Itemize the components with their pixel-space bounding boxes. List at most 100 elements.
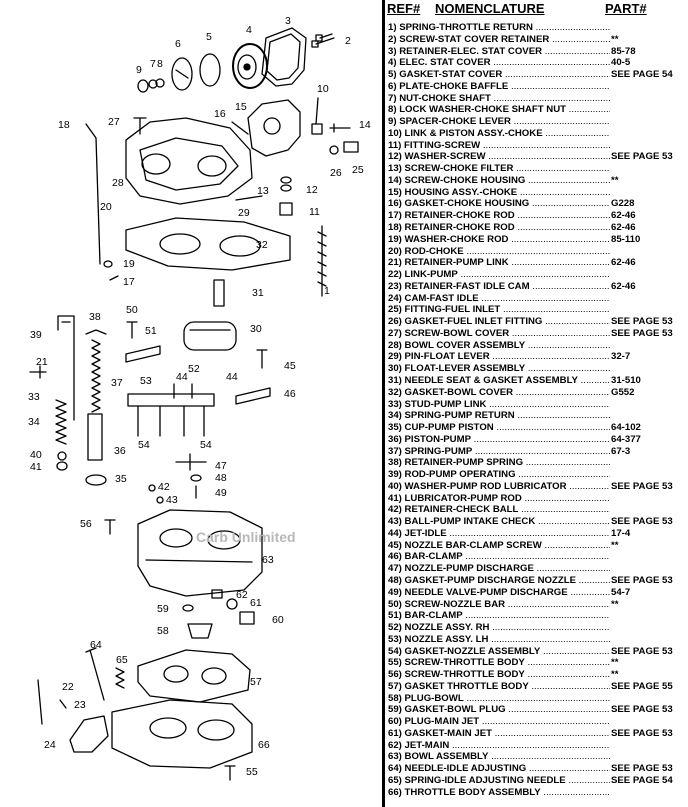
pump-spring-retainer: [85, 329, 107, 335]
pump-discharge-gasket: [190, 474, 202, 482]
callout-54-right: 54: [200, 439, 212, 451]
part-number: 62-46: [610, 257, 636, 270]
part-description: 9) SPACER-CHOKE LEVER: [388, 116, 610, 128]
lock-washer: [148, 79, 158, 89]
callout-61: 61: [250, 597, 262, 609]
callout-24: 24: [44, 739, 56, 751]
parts-list-row: 5) GASKET-STAT COVERSEE PAGE 54: [387, 69, 687, 81]
part-description: 51) BAR-CLAMP: [388, 610, 610, 622]
parts-list-row: 46) BAR-CLAMP: [387, 551, 687, 563]
callout-27: 27: [108, 116, 120, 128]
part-description: 52) NOZZLE ASSY. RH: [388, 622, 610, 634]
callout-21: 21: [36, 356, 48, 368]
callout-42: 42: [158, 481, 170, 493]
parts-list-row: 37) SPRING-PUMP67-3: [387, 445, 687, 458]
pump-intake-check-ball: [156, 496, 164, 504]
parts-list-row: 58) PLUG-BOWL: [387, 693, 687, 705]
part-number: SEE PAGE 54: [610, 775, 673, 787]
throttle-body-assembly: [111, 699, 253, 769]
part-description: 35) CUP-PUMP PISTON: [388, 422, 610, 434]
column-divider: [382, 0, 385, 807]
parts-list-row: 44) JET-IDLE17-4: [387, 527, 687, 540]
part-number: G228: [610, 198, 635, 211]
main-jet: [211, 589, 223, 599]
part-description: 63) BOWL ASSEMBLY: [388, 751, 610, 763]
part-description: 57) GASKET THROTTLE BODY: [388, 681, 610, 693]
parts-list-row: 16) GASKET-CHOKE HOUSINGG228: [387, 198, 687, 211]
parts-list-rows: 1) SPRING-THROTTLE RETURN2) SCREW-STAT C…: [387, 22, 687, 799]
part-number: 64-102: [610, 422, 641, 434]
choke-lever-spacer: [137, 79, 149, 93]
part-description: 19) WASHER-CHOKE ROD: [388, 234, 610, 246]
part-description: 56) SCREW-THROTTLE BODY: [388, 669, 610, 681]
parts-list-row: 9) SPACER-CHOKE LEVER: [387, 116, 687, 128]
parts-list-row: 4) ELEC. STAT COVER40-5: [387, 57, 687, 70]
idle-adjusting-spring: [115, 667, 125, 689]
callout-63: 63: [262, 554, 274, 566]
part-description: 60) PLUG-MAIN JET: [388, 716, 610, 728]
parts-list-row: 53) NOZZLE ASSY. LH: [387, 634, 687, 646]
callout-14: 14: [359, 119, 371, 131]
callout-3: 3: [285, 15, 291, 27]
callout-29: 29: [238, 207, 250, 219]
part-description: 47) NOZZLE-PUMP DISCHARGE: [388, 563, 610, 575]
idle-adjusting-needle: [85, 647, 105, 701]
callout-19: 19: [123, 258, 135, 270]
part-description: 2) SCREW-STAT COVER RETAINER: [388, 34, 610, 46]
parts-list-row: 34) SPRING-PUMP RETURN: [387, 410, 687, 422]
part-description: 55) SCREW-THROTTLE BODY: [388, 657, 610, 669]
part-description: 32) GASKET-BOWL COVER: [388, 387, 610, 399]
parts-list-row: 39) ROD-PUMP OPERATING: [387, 469, 687, 481]
callout-16: 16: [214, 108, 226, 120]
pump-discharge-nozzle: [175, 453, 207, 471]
part-description: 15) HOUSING ASSY.-CHOKE: [388, 187, 610, 199]
choke-baffle-plate: [171, 57, 193, 91]
part-description: 3) RETAINER-ELEC. STAT COVER: [388, 46, 610, 58]
callout-26: 26: [330, 167, 342, 179]
watermark-text: Carb Unlimited: [196, 529, 296, 545]
part-description: 6) PLATE-CHOKE BAFFLE: [388, 81, 610, 93]
callout-28: 28: [112, 177, 124, 189]
parts-list-row: 42) RETAINER-CHECK BALL: [387, 504, 687, 516]
parts-list-row: 3) RETAINER-ELEC. STAT COVER85-78: [387, 45, 687, 58]
choke-rod-retainer: [109, 275, 119, 281]
part-description: 5) GASKET-STAT COVER: [388, 69, 610, 81]
callout-65: 65: [116, 654, 128, 666]
callout-23: 23: [74, 699, 86, 711]
part-description: 20) ROD-CHOKE: [388, 246, 610, 258]
part-description: 39) ROD-PUMP OPERATING: [388, 469, 610, 481]
float-lever-pin: [235, 195, 263, 201]
part-description: 58) PLUG-BOWL: [388, 693, 610, 705]
callout-2: 2: [345, 35, 351, 47]
callout-50: 50: [126, 304, 138, 316]
part-description: 54) GASKET-NOZZLE ASSEMBLY: [388, 646, 610, 658]
part-description: 12) WASHER-SCREW: [388, 151, 610, 163]
part-description: 22) LINK-PUMP: [388, 269, 610, 281]
callout-60: 60: [272, 614, 284, 626]
callout-6: 6: [175, 38, 181, 50]
callout-37: 37: [111, 377, 123, 389]
part-number: SEE PAGE 54: [610, 69, 673, 81]
part-number: **: [610, 598, 619, 611]
callout-35: 35: [115, 473, 127, 485]
parts-list-row: 60) PLUG-MAIN JET: [387, 716, 687, 728]
bowl-assembly: [137, 509, 263, 597]
callout-66: 66: [258, 739, 270, 751]
stat-cover-retainer: [261, 27, 307, 87]
callout-5: 5: [206, 31, 212, 43]
parts-list-row: 54) GASKET-NOZZLE ASSEMBLYSEE PAGE 53: [387, 645, 687, 658]
part-description: 28) BOWL COVER ASSEMBLY: [388, 340, 610, 352]
callout-51: 51: [145, 325, 157, 337]
parts-list-row: 24) CAM-FAST IDLE: [387, 293, 687, 305]
parts-list-row: 30) FLOAT-LEVER ASSEMBLY: [387, 363, 687, 375]
parts-list-row: 48) GASKET-PUMP DISCHARGE NOZZLESEE PAGE…: [387, 574, 687, 587]
bowl-plug: [187, 623, 213, 639]
part-description: 4) ELEC. STAT COVER: [388, 57, 610, 69]
elec-stat-cover: [232, 43, 268, 89]
parts-list-row: 18) RETAINER-CHOKE ROD62-46: [387, 222, 687, 234]
callout-9: 9: [136, 64, 142, 76]
part-description: 65) SPRING-IDLE ADJUSTING NEEDLE: [388, 775, 610, 787]
part-description: 53) NOZZLE ASSY. LH: [388, 634, 610, 646]
part-number: 67-3: [610, 445, 631, 458]
bowl-plug-gasket: [182, 604, 194, 612]
